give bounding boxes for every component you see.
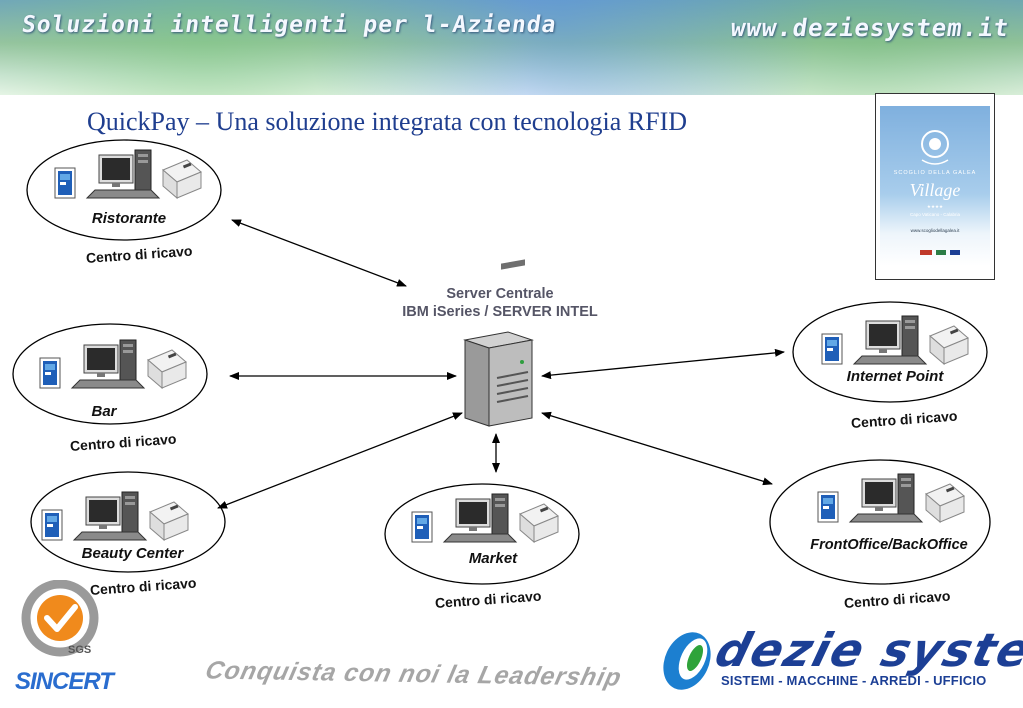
village-location: Capo Vaticano - Calabria bbox=[910, 212, 960, 217]
workstation-beauty-icon bbox=[41, 491, 189, 541]
village-brochure: SCOGLIO DELLA GALEA Village ★★★★ Capo Va… bbox=[875, 93, 995, 280]
workstation-frontoffice-icon bbox=[817, 473, 965, 523]
arrow-internet bbox=[541, 348, 785, 380]
workstation-bar-icon bbox=[39, 339, 187, 389]
ellipse-bar bbox=[12, 323, 208, 425]
arrow-beauty bbox=[217, 412, 463, 509]
ellipse-internet bbox=[792, 301, 988, 403]
node-label-internet: Internet Point bbox=[846, 368, 944, 385]
village-url: www.scogliodellagalea.it bbox=[910, 228, 960, 233]
server-title-line2: IBM iSeries / SERVER INTEL bbox=[402, 304, 598, 320]
workstation-internet-icon bbox=[821, 315, 969, 365]
header-banner: Soluzioni intelligenti per l-Azienda www… bbox=[0, 0, 1023, 95]
village-emblem-icon bbox=[921, 130, 949, 165]
ellipse-frontoffice bbox=[769, 459, 991, 585]
workstation-ristorante-icon bbox=[54, 149, 202, 199]
dezie-swoosh-icon bbox=[663, 632, 711, 690]
arrow-ristorante bbox=[231, 219, 407, 287]
workstation-market-icon bbox=[411, 493, 559, 543]
dezie-system-logo: dezie system SISTEMI - MACCHINE - ARREDI… bbox=[655, 623, 1023, 695]
village-name: SCOGLIO DELLA GALEA bbox=[893, 170, 977, 176]
node-label-frontoffice: FrontOffice/BackOffice bbox=[810, 537, 968, 553]
arrow-frontoffice bbox=[541, 411, 773, 486]
page-title: QuickPay – Una soluzione integrata con t… bbox=[87, 107, 688, 136]
sincert-mark: SINCERT bbox=[15, 668, 114, 695]
dezie-logo-tagline: SISTEMI - MACCHINE - ARREDI - UFFICIO bbox=[721, 673, 987, 688]
village-word: Village bbox=[909, 180, 961, 200]
server-icon bbox=[463, 259, 534, 427]
node-label-beauty: Beauty Center bbox=[81, 545, 184, 562]
certification-logo-icon bbox=[21, 580, 99, 657]
village-brochure-panel: SCOGLIO DELLA GALEA Village ★★★★ Capo Va… bbox=[880, 106, 990, 266]
dezie-logo-text: dezie system bbox=[709, 623, 1023, 677]
ellipse-ristorante bbox=[26, 139, 222, 241]
ellipse-market bbox=[384, 483, 580, 585]
server-title: Server Centrale IBM iSeries / SERVER INT… bbox=[360, 285, 640, 321]
node-label-ristorante: Ristorante bbox=[91, 210, 167, 227]
village-sponsor-logos-icon bbox=[920, 250, 960, 255]
server-title-line1: Server Centrale bbox=[446, 286, 554, 302]
sgs-badge: SGS bbox=[68, 644, 92, 656]
ellipse-beauty bbox=[30, 471, 226, 573]
node-label-market: Market bbox=[468, 550, 518, 567]
node-label-bar: Bar bbox=[91, 403, 117, 420]
village-stars: ★★★★ bbox=[926, 204, 944, 209]
